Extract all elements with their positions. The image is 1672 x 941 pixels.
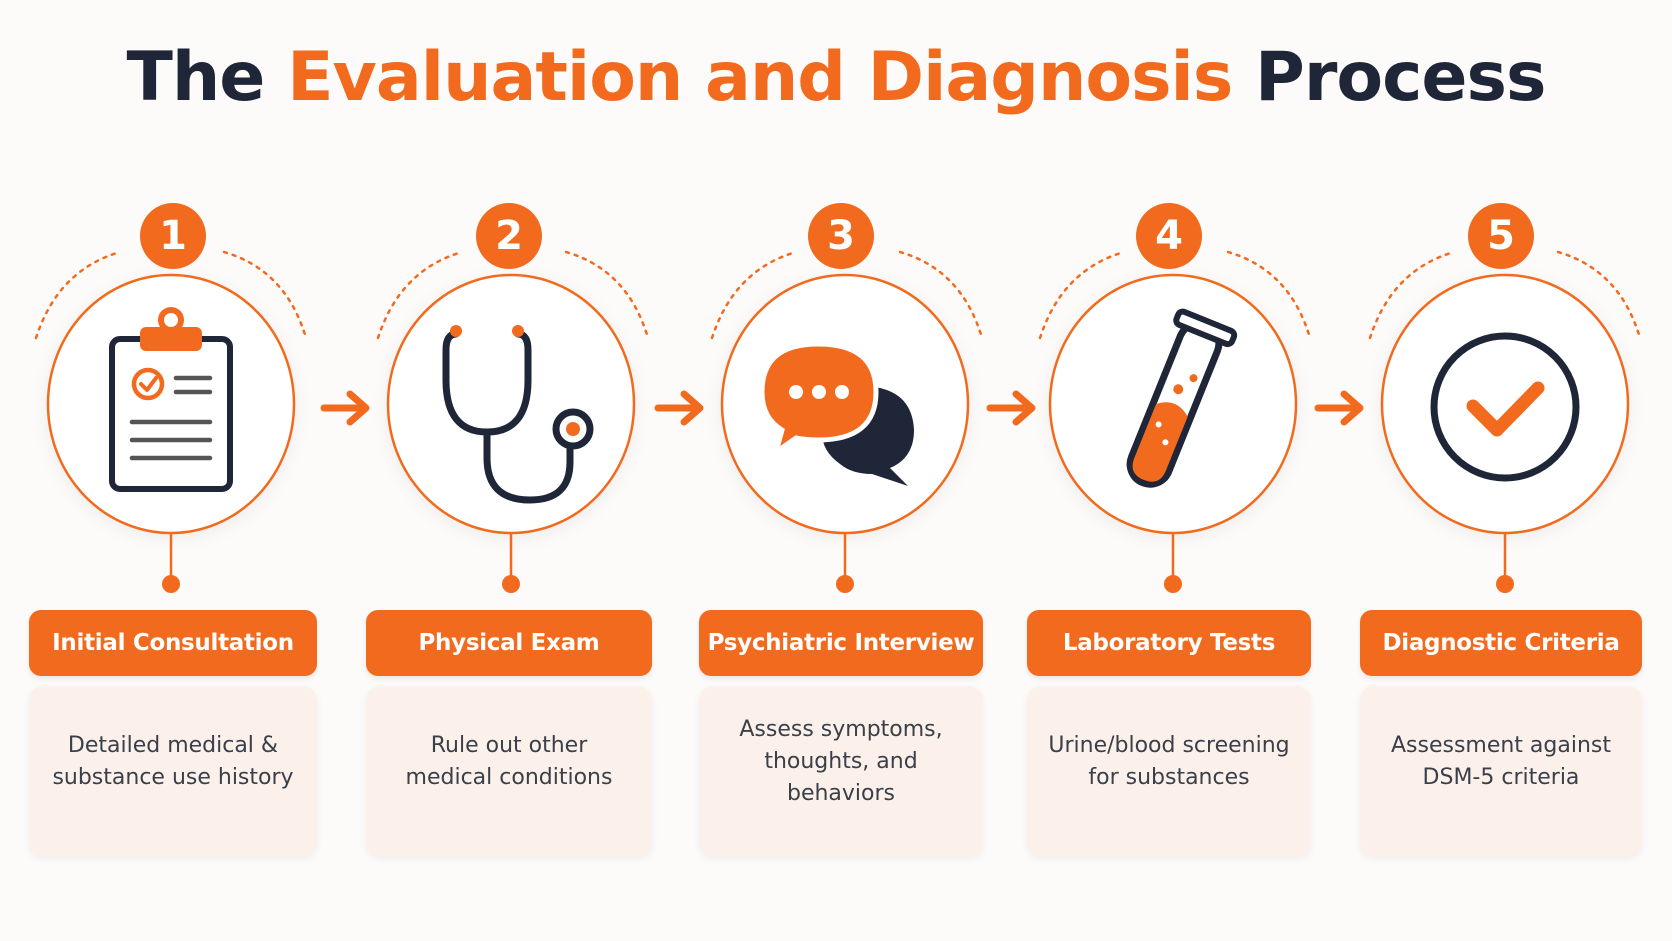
step-title: Physical Exam (366, 610, 652, 676)
step-description-card: Detailed medical & substance use history (29, 686, 317, 856)
step-title: Laboratory Tests (1027, 610, 1311, 676)
step-description-card: Urine/blood screening for substances (1027, 686, 1311, 856)
step-1-dotted-arc-right (222, 250, 308, 340)
clipboard-icon (109, 307, 233, 492)
arrow-2-3 (654, 390, 704, 426)
step-number-badge: 1 (140, 203, 206, 269)
arrow-1-2 (320, 390, 370, 426)
step-title: Psychiatric Interview (699, 610, 983, 676)
step-5: 5 Diagnostic Criteria Assessment against… (1360, 0, 1642, 941)
step-description-card: Rule out other medical conditions (366, 686, 652, 856)
step-3-graphic (710, 250, 984, 593)
step-description: Assessment against DSM-5 criteria (1390, 733, 1612, 790)
arrow-4-5 (1314, 390, 1364, 426)
step-3: 3 Psychiatric Interview Assess symptoms,… (699, 0, 983, 941)
step-5-graphic (1368, 250, 1642, 593)
step-number-badge: 2 (476, 203, 542, 269)
step-1-connector-dot (162, 575, 180, 593)
step-description: Assess symptoms, thoughts, and behaviors (739, 717, 943, 806)
step-description-card: Assessment against DSM-5 criteria (1360, 686, 1642, 856)
step-number-badge: 4 (1136, 203, 1202, 269)
step-4: 4 Laboratory Tests Urine/blood screening… (1027, 0, 1311, 941)
step-2-graphic (376, 250, 650, 593)
title-prefix: The (126, 38, 288, 117)
checkmark-circle-icon (1430, 332, 1580, 482)
step-1: 1 Initial Consultation Detailed medical … (29, 0, 317, 941)
step-description: Detailed medical & substance use history (52, 733, 294, 790)
step-description: Rule out other medical conditions (405, 733, 613, 790)
step-2: 2 Physical Exam Rule out other medical c… (366, 0, 652, 941)
step-description: Urine/blood screening for substances (1048, 733, 1290, 790)
arrow-3-4 (986, 390, 1036, 426)
step-number-badge: 3 (808, 203, 874, 269)
page-title: The Evaluation and Diagnosis Process (0, 38, 1672, 117)
test-tube-icon (1126, 308, 1238, 488)
step-title: Diagnostic Criteria (1360, 610, 1642, 676)
step-1-graphic (34, 250, 308, 593)
step-title: Initial Consultation (29, 610, 317, 676)
step-number-badge: 5 (1468, 203, 1534, 269)
step-description-card: Assess symptoms, thoughts, and behaviors (699, 686, 983, 856)
step-1-dotted-arc (34, 250, 122, 340)
step-4-graphic (1038, 250, 1312, 593)
title-highlight: Evaluation and Diagnosis (287, 38, 1233, 117)
chat-bubbles-icon (759, 341, 914, 486)
stethoscope-icon (442, 325, 594, 504)
title-suffix: Process (1232, 38, 1546, 117)
